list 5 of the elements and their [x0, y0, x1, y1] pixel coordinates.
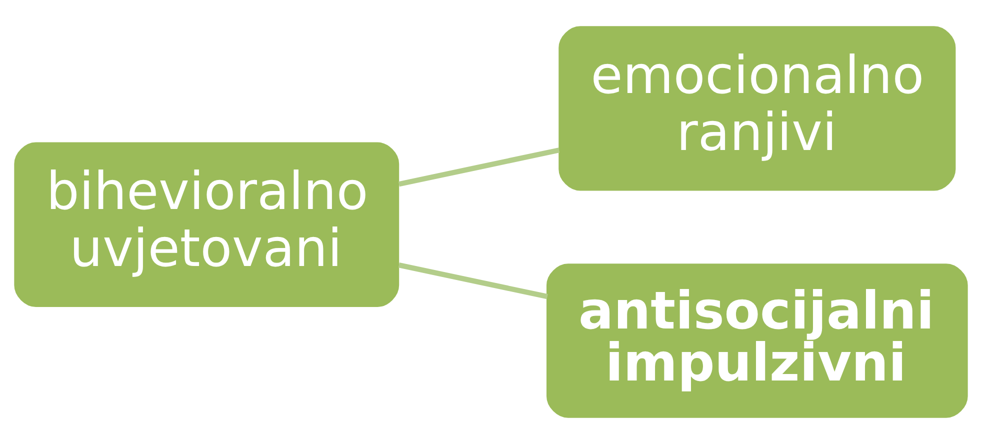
node-box: emocionalno ranjivi — [558, 26, 956, 190]
node-box: bihevioralno uvjetovani — [14, 142, 400, 306]
node-box: antisocijalni impulzivni — [546, 263, 968, 418]
connector — [398, 147, 560, 186]
connector — [398, 262, 548, 299]
